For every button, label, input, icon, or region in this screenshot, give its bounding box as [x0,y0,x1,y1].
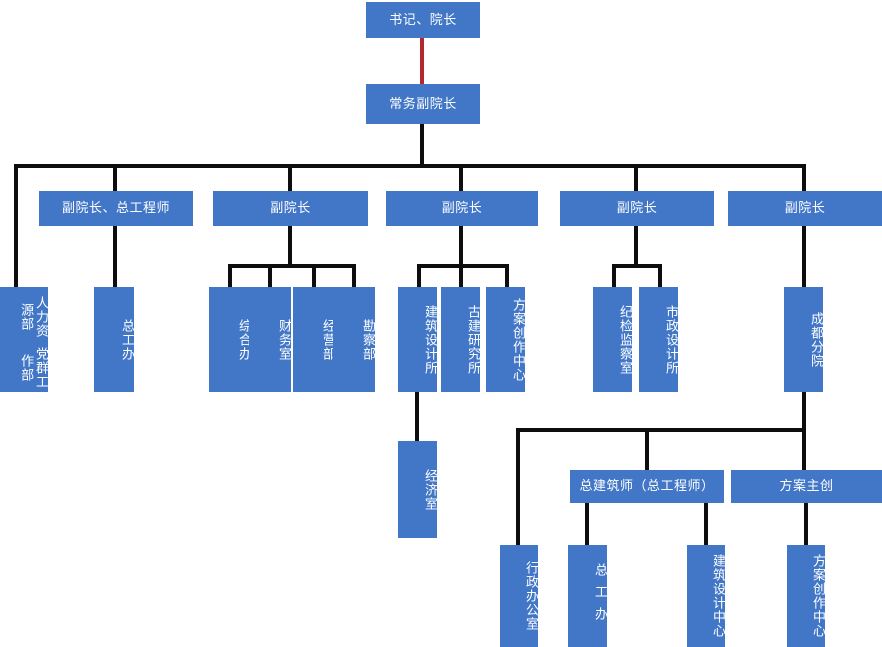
connector-drop-chief-architect [645,428,649,470]
connector-drop-vicedean5 [802,164,806,191]
node-municipal-design-institute[interactable]: 市政设计所 [639,287,679,392]
connector-level2-bus [14,164,806,168]
connector-arch-to-economics [415,392,419,441]
node-arch-design-center[interactable]: 建筑设计中心 [687,545,726,647]
node-hr-dept-label: 人力资源部 [19,296,49,339]
connector-chengdu-bus [516,428,806,432]
node-vice-dean-2[interactable]: 副院长 [213,191,368,226]
node-discipline-inspection-office[interactable]: 纪检监察室 [593,287,633,392]
node-scheme-creation-center[interactable]: 方案创作中心 [486,287,526,392]
connector-drop-survey-dept [352,264,356,287]
node-vice-dean-chief-engineer[interactable]: 副院长、总工程师 [39,191,193,226]
node-chief-engineer-office-2[interactable]: 总工办 [568,545,608,647]
connector-drop-vicedean1 [113,164,117,191]
node-economics-office[interactable]: 经济室 [398,441,438,538]
connector-drop-general-office [228,264,232,287]
node-business-dept[interactable]: 经营部 [293,287,336,392]
node-finance-office[interactable]: 财务室 [249,287,292,392]
connector-vicedean2-down [288,226,292,264]
node-ancient-arch-institute[interactable]: 古建研究所 [441,287,481,392]
connector-drop-finance-office [268,264,272,287]
connector-drop-arch-design-institute [417,264,421,287]
connector-vicedean5-to-chengdu [802,226,806,287]
connector-drop-scheme-center [505,264,509,287]
connector-drop-discipline-office [612,264,616,287]
node-scheme-creation-center-2[interactable]: 方案创作中心 [787,545,826,647]
connector-chengdu-down [802,392,806,428]
node-party-work-dept-label: 党群工作部 [19,346,49,389]
connector-drop-business-dept [312,264,316,287]
connector-schemelead-to-creationcenter [804,503,808,545]
connector-chiefarch-to-engoffice [585,503,589,545]
node-survey-dept[interactable]: 勘察部 [333,287,376,392]
connector-drop-party-hr [14,164,18,292]
connector-vicedean4-bus [612,264,662,268]
connector-drop-vicedean2 [288,164,292,191]
connector-drop-scheme-lead [802,428,806,470]
connector-vicedean3-bus [417,264,509,268]
connector-chiefarch-to-designcenter [704,503,708,545]
connector-vicedean4-down [634,226,638,264]
node-vice-dean-5[interactable]: 副院长 [728,191,882,226]
node-chief-architect[interactable]: 总建筑师（总工程师） [570,470,724,503]
connector-drop-ancient-arch [459,264,463,287]
node-executive-vice-dean[interactable]: 常务副院长 [366,84,480,124]
connector-drop-vicedean4 [634,164,638,191]
node-vice-dean-3[interactable]: 副院长 [386,191,538,226]
node-vice-dean-4[interactable]: 副院长 [560,191,714,226]
node-party-hr-combined[interactable]: 人力资源部 党群工作部 [0,287,49,392]
connector-vicedean1-to-chiefeng-office [113,226,117,287]
connector-drop-vicedean3 [459,164,463,191]
connector-vicedean2-bus [228,264,356,268]
node-scheme-lead[interactable]: 方案主创 [731,470,882,503]
node-arch-design-institute[interactable]: 建筑设计所 [398,287,438,392]
connector-dean-to-executive [420,38,424,84]
connector-drop-admin-office [516,428,520,545]
connector-vicedean3-down [459,226,463,264]
node-general-office[interactable]: 综合办 [209,287,252,392]
node-secretary-dean[interactable]: 书记、院长 [366,2,480,38]
node-chengdu-branch[interactable]: 成都分院 [784,287,824,392]
node-admin-office[interactable]: 行政办公室 [500,545,539,647]
connector-drop-municipal-institute [658,264,662,287]
node-chief-engineer-office[interactable]: 总工办 [94,287,135,392]
connector-executive-down [420,124,424,164]
